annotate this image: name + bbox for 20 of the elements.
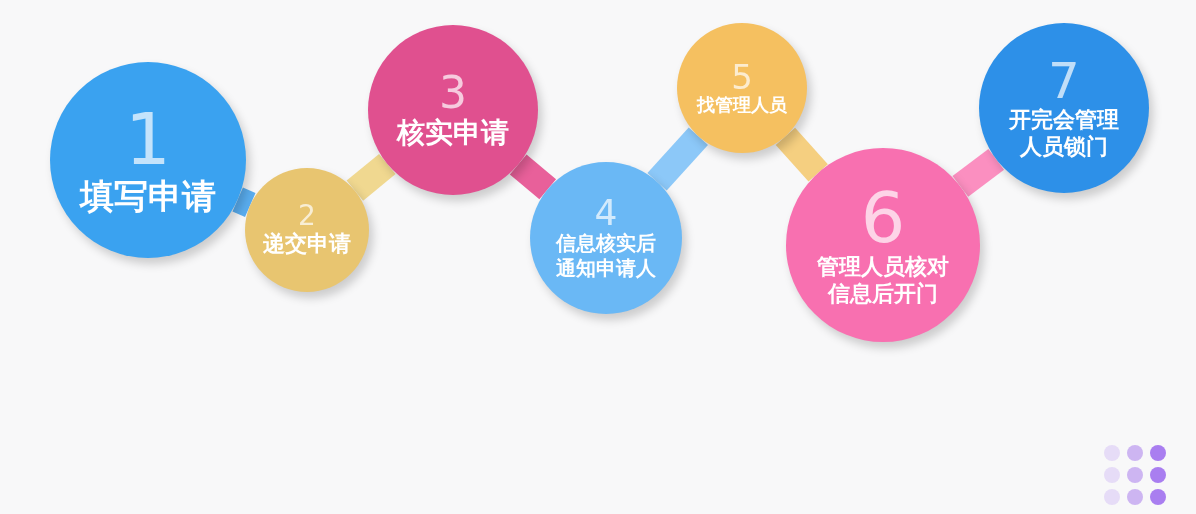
step-label: 信息核实后通知申请人 [555,231,657,281]
connector-band [775,127,828,182]
step-number: 2 [298,202,316,231]
step-label: 开完会管理人员锁门 [1008,105,1120,161]
step-label: 找管理人员 [695,93,788,117]
connector-band [952,148,1005,197]
step-number: 5 [731,59,753,94]
step-label: 填写申请 [78,174,217,218]
step-label: 递交申请 [262,230,352,258]
step-label: 管理人员核对信息后开门 [816,252,950,308]
connector-band [346,153,396,201]
step-label: 核实申请 [395,114,510,150]
step-number: 6 [860,182,906,253]
step-number: 1 [125,102,171,175]
connector-band [647,127,708,191]
connector-band [509,154,557,200]
step-number: 3 [439,70,467,115]
connector-band [232,187,256,217]
step-number: 7 [1048,55,1080,106]
step-number: 4 [594,195,618,231]
